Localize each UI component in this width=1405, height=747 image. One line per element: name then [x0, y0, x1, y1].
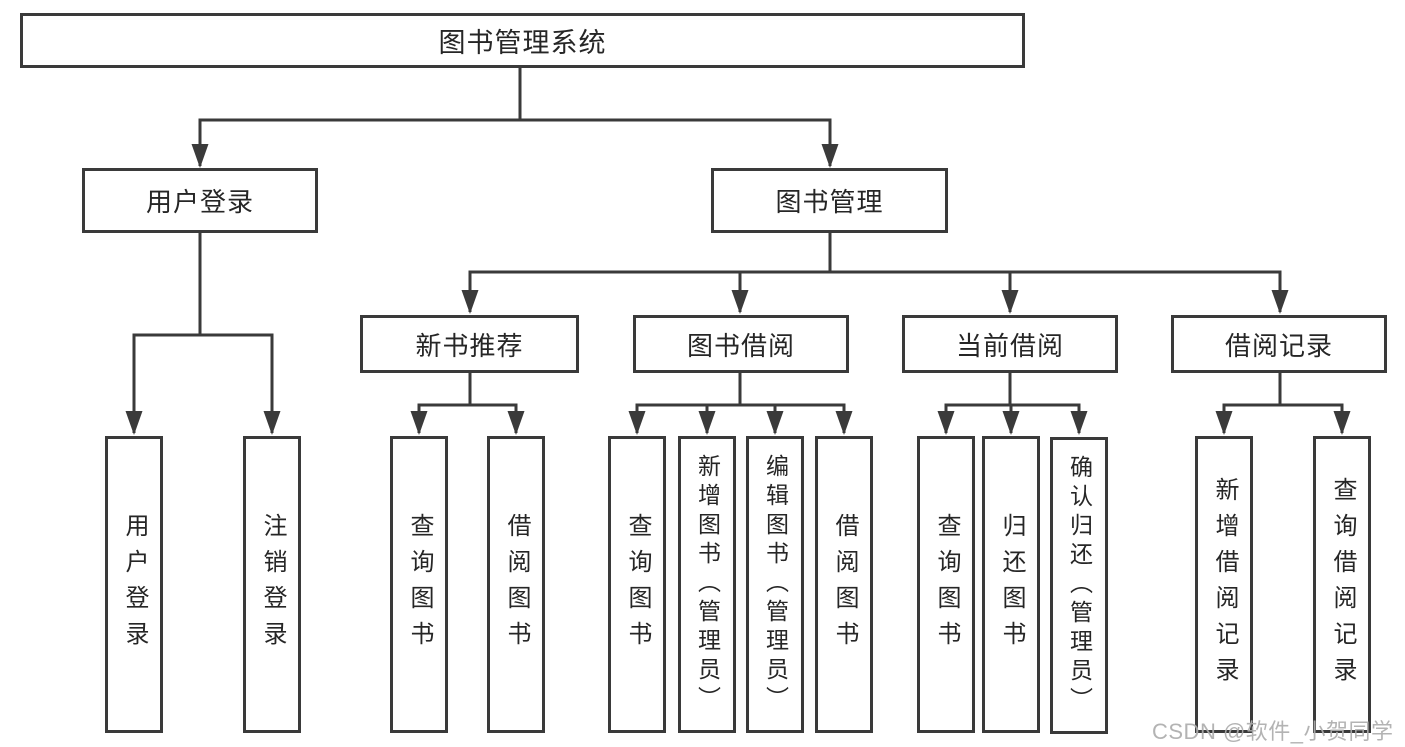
node-library-system: 图书管理系统 [20, 13, 1025, 68]
leaf-add-borrow-record: 新增借阅记录 [1195, 436, 1253, 733]
leaf-borrow-books-borrowing: 借阅图书 [815, 436, 873, 733]
leaf-query-books-borrowing: 查询图书 [608, 436, 666, 733]
leaf-label: 确认归还（管理员） [1066, 455, 1093, 716]
leaf-label: 借阅图书 [503, 512, 530, 657]
leaf-user-login: 用户登录 [105, 436, 163, 733]
leaf-query-books-current: 查询图书 [917, 436, 975, 733]
leaf-logout: 注销登录 [243, 436, 301, 733]
leaf-query-books-recommend: 查询图书 [390, 436, 448, 733]
leaf-add-book-admin: 新增图书（管理员） [678, 436, 736, 733]
leaf-label: 新增图书（管理员） [694, 454, 721, 715]
node-book-borrowing: 图书借阅 [633, 315, 849, 373]
leaf-edit-book-admin: 编辑图书（管理员） [746, 436, 804, 733]
csdn-watermark: CSDN @软件_小贺同学 [1152, 719, 1394, 744]
leaf-label: 用户登录 [121, 512, 148, 657]
leaf-label: 新增借阅记录 [1211, 476, 1238, 693]
leaf-query-borrow-record: 查询借阅记录 [1313, 436, 1371, 733]
node-book-management: 图书管理 [711, 168, 948, 233]
leaf-label: 查询借阅记录 [1329, 476, 1356, 693]
leaf-label: 查询图书 [406, 512, 433, 657]
leaf-confirm-return-admin: 确认归还（管理员） [1050, 437, 1108, 734]
leaf-label: 查询图书 [624, 512, 651, 657]
leaf-label: 查询图书 [933, 512, 960, 657]
leaf-label: 归还图书 [998, 512, 1025, 657]
leaf-borrow-books-recommend: 借阅图书 [487, 436, 545, 733]
leaf-label: 借阅图书 [831, 512, 858, 657]
leaf-label: 编辑图书（管理员） [762, 454, 789, 715]
node-new-book-recommendation: 新书推荐 [360, 315, 579, 373]
node-borrowing-records: 借阅记录 [1171, 315, 1387, 373]
node-user-login: 用户登录 [82, 168, 318, 233]
node-current-borrowing: 当前借阅 [902, 315, 1118, 373]
leaf-label: 注销登录 [259, 512, 286, 657]
leaf-return-book: 归还图书 [982, 436, 1040, 733]
